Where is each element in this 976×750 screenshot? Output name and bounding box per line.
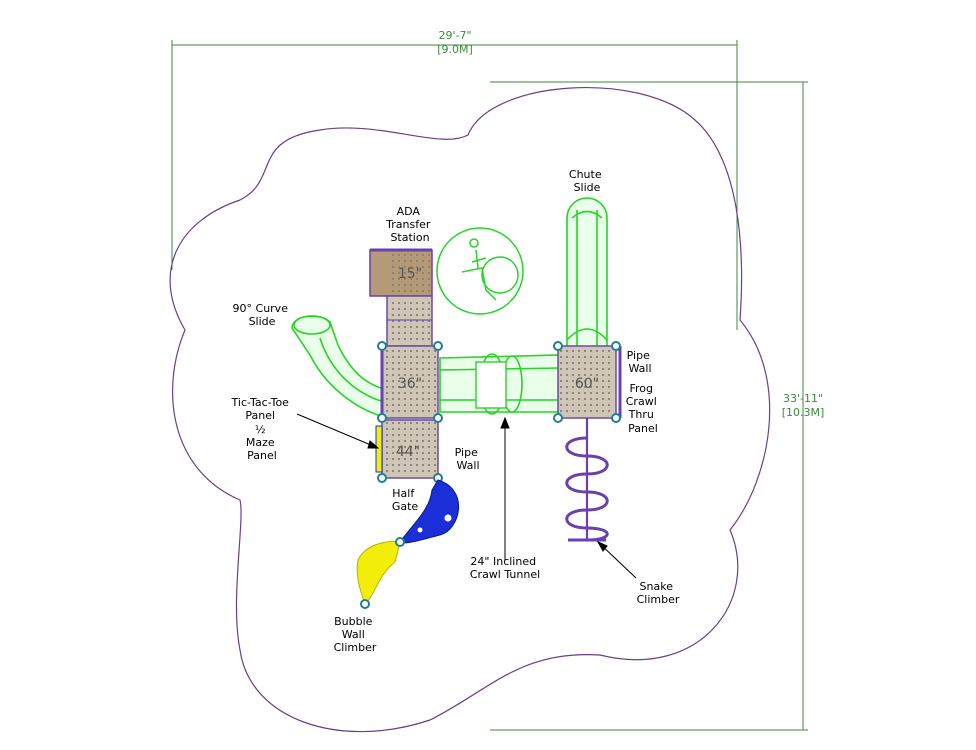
ada-transfer-station bbox=[369, 248, 433, 347]
height-dimension bbox=[490, 81, 808, 731]
wheelchair-accessible-icon bbox=[436, 227, 524, 315]
height-dimension-m: [10.3M] bbox=[782, 406, 825, 419]
curve-slide bbox=[291, 315, 389, 420]
tic-tac-toe-panel-label: Tic-Tac-Toe Panel ½ Maze Panel bbox=[231, 396, 293, 462]
width-dimension bbox=[171, 40, 738, 330]
bubble-wall-climber bbox=[356, 479, 459, 609]
deck-44-label: 44" bbox=[396, 444, 420, 460]
deck-60-label: 60" bbox=[575, 376, 599, 392]
chute-slide bbox=[566, 197, 608, 369]
pipe-wall-left-label: Pipe Wall bbox=[455, 446, 482, 472]
width-dimension-ft: 29'-7" bbox=[438, 29, 471, 42]
chute-slide-label: Chute Slide bbox=[569, 168, 605, 194]
crawl-tunnel bbox=[439, 353, 561, 415]
snake-climber bbox=[565, 418, 609, 542]
support-posts bbox=[377, 341, 621, 483]
crawl-tunnel-label: 24" Inclined Crawl Tunnel bbox=[470, 555, 540, 581]
width-dimension-m: [9.0M] bbox=[437, 43, 473, 56]
deck-36-label: 36" bbox=[398, 376, 422, 392]
deck-44 bbox=[375, 419, 439, 479]
use-zone-boundary bbox=[169, 87, 771, 733]
leader-lines bbox=[296, 413, 637, 579]
deck-15-label: 15" bbox=[398, 266, 422, 282]
snake-climber-label: Snake Climber bbox=[637, 580, 680, 606]
deck-36 bbox=[381, 345, 439, 419]
ada-transfer-station-label: ADA Transfer Station bbox=[385, 205, 434, 244]
curve-slide-label: 90° Curve Slide bbox=[233, 302, 292, 328]
frog-crawl-panel-label: Frog Crawl Thru Panel bbox=[626, 382, 661, 435]
pipe-wall-right-label: Pipe Wall bbox=[627, 349, 654, 375]
bubble-wall-climber-label: Bubble Wall Climber bbox=[334, 615, 377, 654]
deck-60 bbox=[557, 345, 622, 419]
half-gate-label: Half Gate bbox=[392, 487, 419, 513]
height-dimension-ft: 33'-11" bbox=[783, 392, 823, 405]
